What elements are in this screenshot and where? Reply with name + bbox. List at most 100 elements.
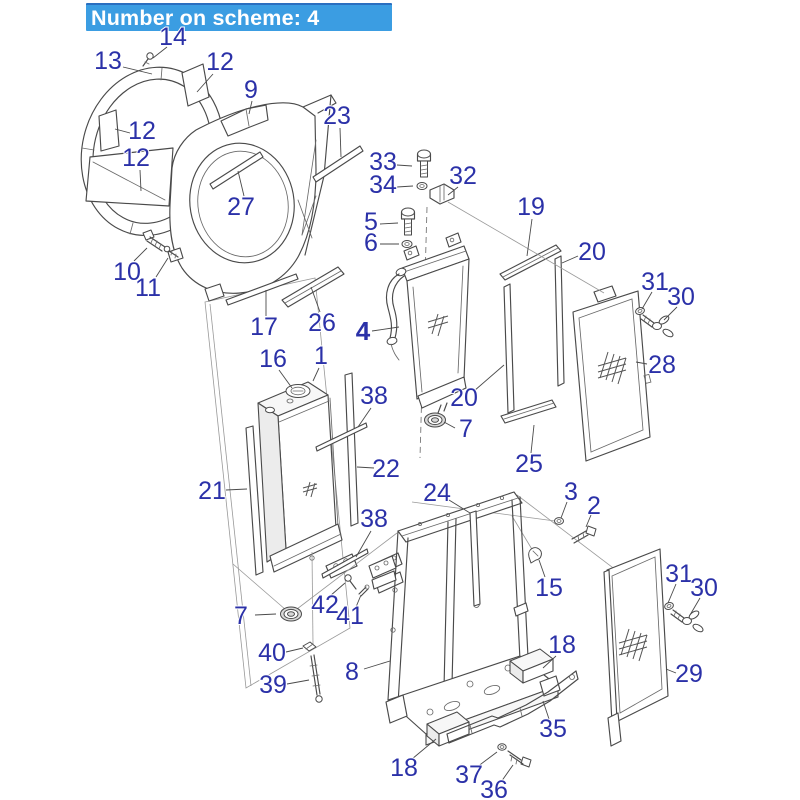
part-number-label: 27 [227,193,255,221]
part-number-label: 39 [259,671,287,699]
leader-line [561,255,579,264]
leader-line [254,613,277,616]
leader-line [248,100,253,115]
part-number-label: 2 [587,492,601,520]
part-number-label: 7 [234,602,248,630]
stay-strip-24 [469,510,481,609]
part-number-label: 26 [308,309,336,337]
leader-line [443,421,456,429]
net-panel-28 [572,285,652,462]
bolt-33-icon [416,149,432,178]
leader-line [310,286,321,313]
part-number-label: 12 [206,48,234,76]
leader-line [155,257,169,278]
leader-line [114,128,131,134]
leader-line [286,679,310,685]
screw-11-icon [163,245,179,259]
part-number-label: 24 [423,479,451,507]
scheme-banner-text: Number on scheme: 4 [91,5,320,30]
clamp-15-icon [528,547,542,564]
radiator-assembly [385,206,470,459]
part-number-label: 28 [648,351,676,379]
part-number-label: 30 [667,283,695,311]
leader-line [312,367,320,382]
rod-39-icon [309,654,323,703]
part-number-label: 37 [455,761,483,789]
part-number-label: 23 [323,102,351,130]
net-mesh-icon [618,628,648,662]
leader-line [122,66,153,75]
part-number-label: 14 [159,23,187,51]
leader-line [225,488,248,491]
wing-bolt-30-top-icon [640,314,674,338]
part-number-label: 25 [515,450,543,478]
part-number-label: 22 [372,455,400,483]
leader-line [526,218,533,257]
leader-line [667,583,677,604]
leader-line [473,364,505,392]
part-number-label: 32 [449,162,477,190]
part-number-label: 21 [198,477,226,505]
seal-strip-19 [499,244,562,281]
leader-line [689,597,701,616]
side-strip-21 [245,425,264,576]
clip-41-icon [358,584,370,597]
part-number-label: 4 [356,316,371,346]
leader-line [665,668,677,674]
seal-strip-17 [225,273,299,306]
part-number-label: 15 [535,574,563,602]
part-number-label: 41 [336,602,364,630]
guard-plate-mid [98,109,120,152]
side-strip-22 [344,372,359,527]
part-number-label: 19 [517,193,545,221]
leader-line [363,660,391,670]
leader-line [356,466,375,469]
part-number-label: 16 [259,345,287,373]
bracket-35 [446,670,579,744]
leader-line [329,582,346,597]
washer-31-top-icon [635,307,645,315]
leader-line [339,127,342,158]
side-strip-20-right [554,255,565,387]
side-strip-20-left [503,283,515,414]
leader-line [448,499,471,514]
part-number-label: 20 [578,238,606,266]
support-frame [368,491,561,746]
stay-rod-38-lower [321,548,369,579]
part-number-label: 11 [135,274,161,302]
frame-foot [539,675,561,697]
leader-line [357,407,372,428]
part-number-label: 29 [675,660,703,688]
grommet-7-left-icon [280,606,302,622]
leader-line [447,186,459,196]
filler-cap-16-icon [285,384,311,398]
leader-line [139,169,142,192]
screw-14-icon [142,52,154,67]
leader-line [396,164,413,167]
part-number-label: 9 [244,76,258,104]
tank-mesh-icon [302,481,318,498]
leader-line [133,247,148,262]
bolt-10-icon [142,229,166,252]
frame-left-bracket [368,555,397,579]
leader-line [585,514,592,528]
leader-line [500,764,514,783]
part-number-label: 5 [364,208,378,236]
part-number-label: 30 [690,574,718,602]
washer-34-icon [416,182,428,190]
part-number-label: 20 [450,384,478,412]
fan-shroud [167,94,337,302]
part-number-label: 34 [369,171,397,199]
scheme-banner: Number on scheme: 4 [86,3,392,31]
radiator-hose [385,267,407,361]
leader-line [237,170,245,197]
washer-37-icon [497,743,507,751]
washer-3-icon [554,517,564,525]
seal-strip-27 [209,151,264,190]
leader-line [196,73,214,93]
pad-18-right [509,648,554,684]
part-number-label: 36 [480,776,508,800]
leader-line [371,326,400,332]
